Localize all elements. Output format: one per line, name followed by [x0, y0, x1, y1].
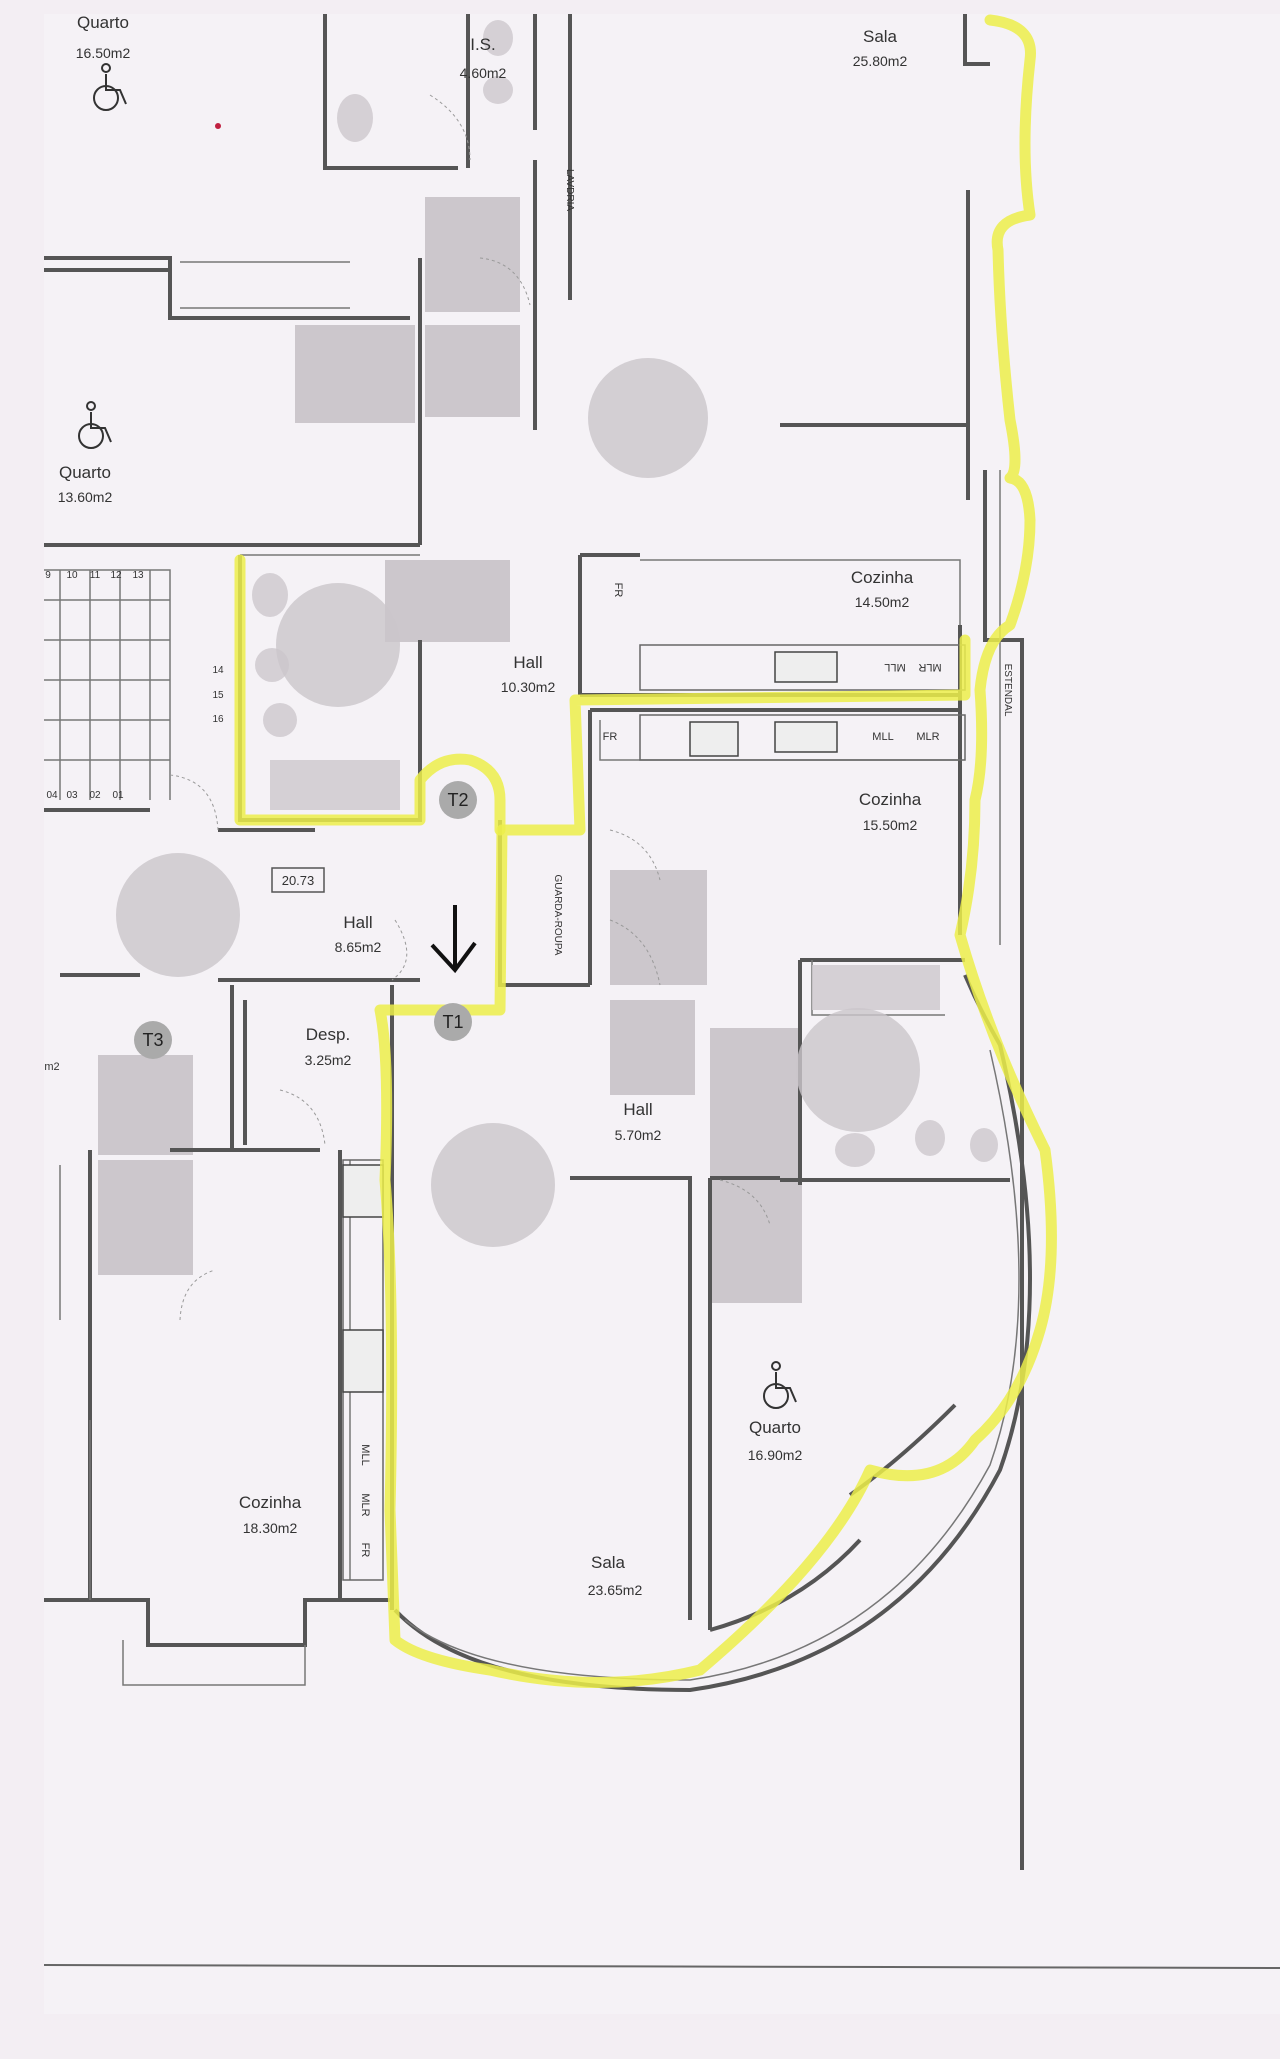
room-name: Cozinha: [859, 790, 922, 809]
stair-step-number: 02: [89, 790, 101, 801]
fr-label: FR: [612, 583, 624, 598]
room-area: 13.60m2: [58, 489, 113, 505]
t1-marker-label: T1: [442, 1012, 463, 1032]
t1-marker-circle: [434, 1003, 472, 1041]
dimension-label: 20.73: [282, 873, 315, 888]
room-area: 10.30m2: [501, 679, 556, 695]
room-name: Sala: [863, 27, 898, 46]
room-name: Desp.: [306, 1025, 350, 1044]
stair-step-number: 9: [45, 570, 51, 581]
room-area: 14.50m2: [855, 594, 910, 610]
page-border-line: [43, 1964, 1280, 1969]
stair-step-number: 01: [112, 790, 124, 801]
sanitary-fixtures: [252, 20, 998, 1167]
mll-label: MLL: [359, 1444, 371, 1465]
room-name: Quarto: [749, 1418, 801, 1437]
dimension-box: [271, 867, 325, 893]
room-name: Hall: [343, 913, 372, 932]
stair-step-number: 10: [66, 570, 78, 581]
stair-step-number: 16: [212, 714, 224, 725]
room-name: I.S.: [470, 35, 496, 54]
room-name: Cozinha: [239, 1493, 302, 1512]
fr-label: FR: [603, 731, 618, 743]
door-swings: [169, 94, 771, 1321]
mlr-label: MLR: [359, 1493, 371, 1516]
mlr-label: MLR: [916, 731, 939, 743]
room-area: 8.65m2: [335, 939, 382, 955]
wheelchair-turning-circles: [116, 358, 920, 1247]
room-area: 15.50m2: [863, 817, 918, 833]
room-area: 25.80m2: [853, 53, 908, 69]
wheelchair-icons: [78, 63, 797, 1409]
walls: [44, 14, 1032, 1870]
room-name: Hall: [623, 1100, 652, 1119]
room-name: Hall: [513, 653, 542, 672]
stair-step-number: 04: [46, 790, 58, 801]
mll-label: MLL: [884, 661, 905, 673]
clearance-areas: [98, 197, 802, 1303]
t3-marker-circle: [134, 1021, 172, 1059]
t2-marker-label: T2: [447, 790, 468, 810]
t1-highlight-outline: [234, 14, 1057, 1688]
stair-step-number: 03: [66, 790, 78, 801]
stair-step-number: 11: [90, 570, 101, 581]
wheelchair-icon: [763, 1361, 797, 1409]
fixture-labels: LAVDRIA ESTENDAL GUARDA-ROUPA FR FR MLL …: [44, 169, 1013, 1557]
room-name: Sala: [591, 1553, 626, 1572]
room-area: 18.30m2: [243, 1520, 298, 1536]
fr-label: FR: [359, 1543, 371, 1558]
room-name: Quarto: [77, 13, 129, 32]
room-area: 23.65m2: [588, 1582, 643, 1598]
wheelchair-icon: [78, 401, 112, 449]
unit-markers: T2 T1 T3: [134, 781, 477, 1059]
t3-marker-label: T3: [142, 1030, 163, 1050]
ink-dot: [215, 123, 221, 129]
mlr-label: MLR: [918, 661, 941, 673]
lavandaria-label: LAVDRIA: [564, 169, 575, 211]
arrow-down-icon: [430, 905, 477, 974]
stair-numbers: 9 10 11 12 13 14 15 16 04 03 02 01: [45, 570, 224, 801]
t2-marker-circle: [439, 781, 477, 819]
room-name: Quarto: [59, 463, 111, 482]
room-name: Cozinha: [851, 568, 914, 587]
room-area: 5.70m2: [615, 1127, 662, 1143]
room-area: 16.50m2: [76, 45, 131, 61]
room-area: 4.60m2: [460, 65, 507, 81]
guarda-roupa-label: GUARDA-ROUPA: [552, 875, 563, 956]
wheelchair-icon: [93, 63, 127, 111]
stair-step-number: 12: [110, 570, 122, 581]
stair-step-number: 14: [212, 665, 224, 676]
stair-step-number: 15: [212, 690, 224, 701]
room-labels: Quarto 16.50m2 I.S. 4.60m2 Sala 25.80m2 …: [58, 13, 922, 1598]
stair-step-number: 13: [132, 570, 144, 581]
room-area: 16.90m2: [748, 1447, 803, 1463]
estendal-label: ESTENDAL: [1002, 664, 1013, 717]
room-area: 3.25m2: [305, 1052, 352, 1068]
partial-area-label: m2: [44, 1061, 59, 1073]
mll-label: MLL: [872, 731, 893, 743]
